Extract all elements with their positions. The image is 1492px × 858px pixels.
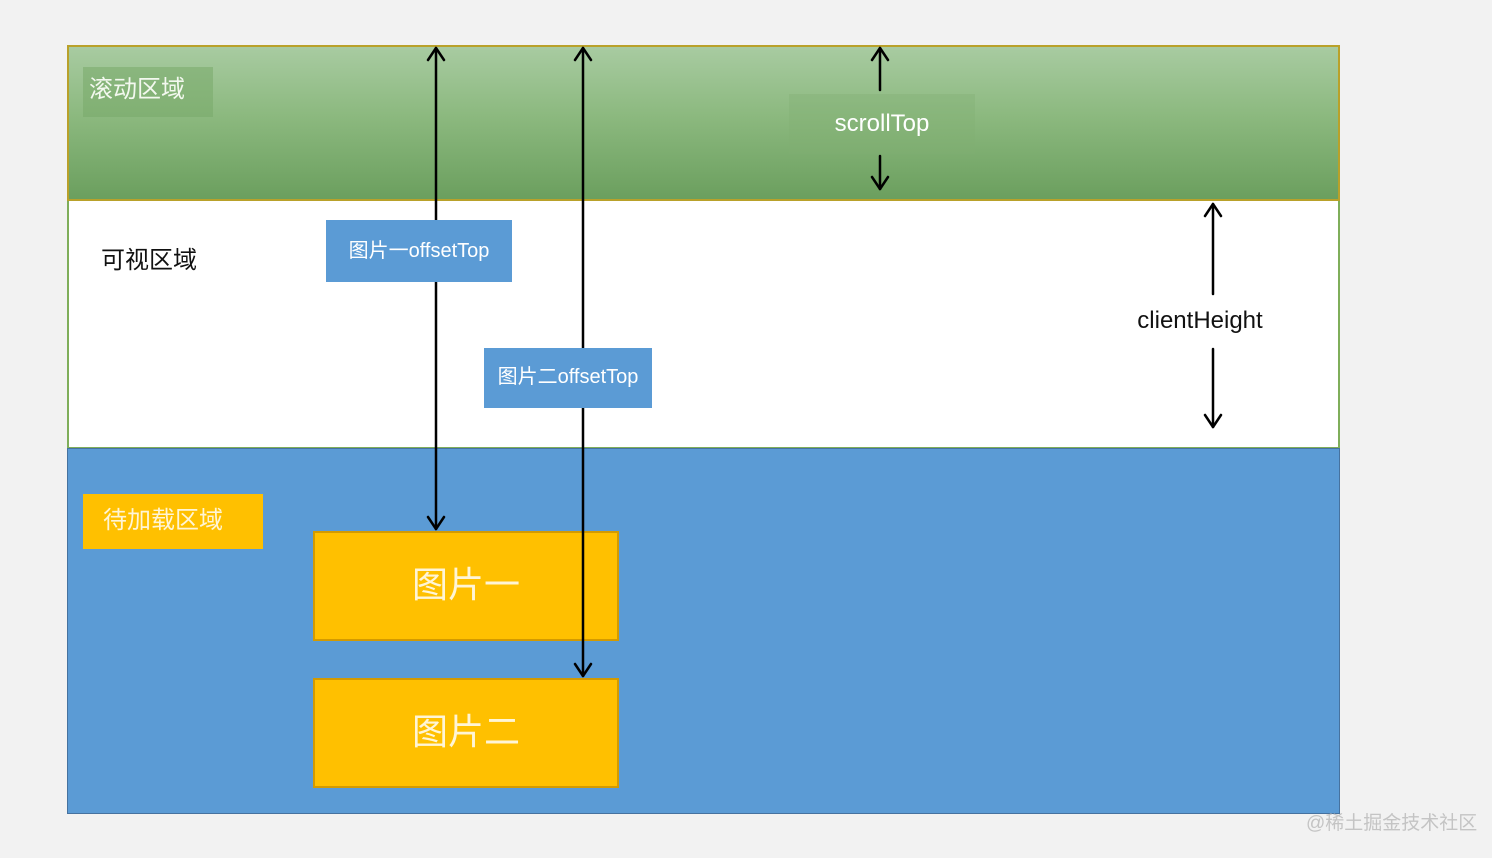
- visible-region-label: 可视区域: [101, 246, 197, 274]
- scroll-top-label: scrollTop: [789, 94, 975, 154]
- client-height-label: clientHeight: [1115, 296, 1285, 346]
- to-be-loaded-region: [67, 448, 1340, 814]
- image-one-offset-top-label: 图片一offsetTop: [326, 220, 512, 282]
- image-two-box: 图片二: [313, 678, 619, 788]
- watermark: @稀土掘金技术社区: [1306, 813, 1478, 834]
- scroll-region-label: 滚动区域: [83, 67, 213, 117]
- scroll-region: [67, 45, 1340, 201]
- client-height-arrow: [1203, 202, 1223, 429]
- image-one-box: 图片一: [313, 531, 619, 641]
- to-be-loaded-region-label: 待加载区域: [83, 494, 263, 549]
- image-one-offset-arrow: [426, 46, 446, 531]
- scroll-top-arrow: [870, 46, 890, 191]
- image-two-offset-top-label: 图片二offsetTop: [484, 348, 652, 408]
